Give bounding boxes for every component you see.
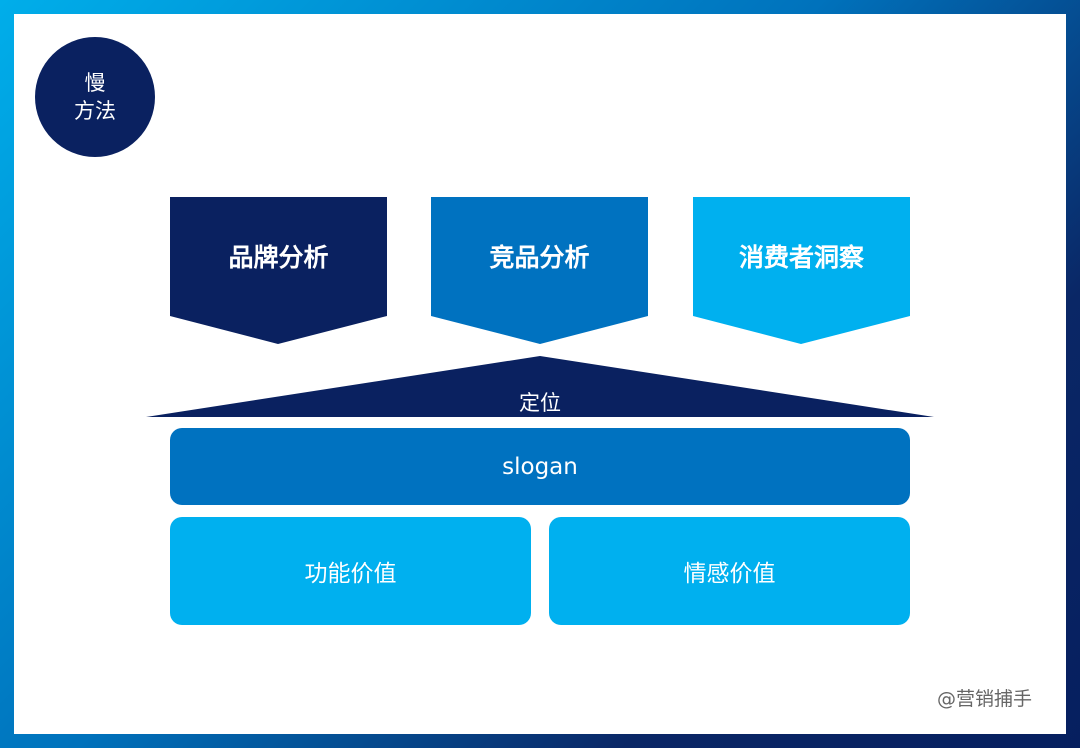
consumer-insight-label: 消费者洞察: [738, 243, 864, 272]
functional-value-label: 功能价值: [304, 561, 397, 587]
badge-line2: 方法: [74, 99, 116, 123]
watermark: @营销捕手: [936, 688, 1032, 710]
brand-analysis-arrow: [170, 197, 387, 344]
brand-analysis-label: 品牌分析: [228, 243, 329, 272]
emotional-value-box: 情感价值: [549, 517, 910, 625]
slogan-bar: slogan: [170, 428, 910, 505]
positioning-label: 定位: [519, 391, 561, 415]
positioning-triangle: [146, 356, 934, 417]
competitor-analysis-label: 竞品分析: [489, 243, 590, 272]
badge-line1: 慢: [84, 71, 106, 95]
emotional-value-label: 情感价值: [683, 561, 776, 587]
method-badge: 慢 方法: [35, 37, 155, 157]
slogan-label: slogan: [502, 453, 578, 480]
functional-value-box: 功能价值: [170, 517, 531, 625]
consumer-insight-arrow: [693, 197, 910, 344]
competitor-analysis-arrow: [431, 197, 648, 344]
